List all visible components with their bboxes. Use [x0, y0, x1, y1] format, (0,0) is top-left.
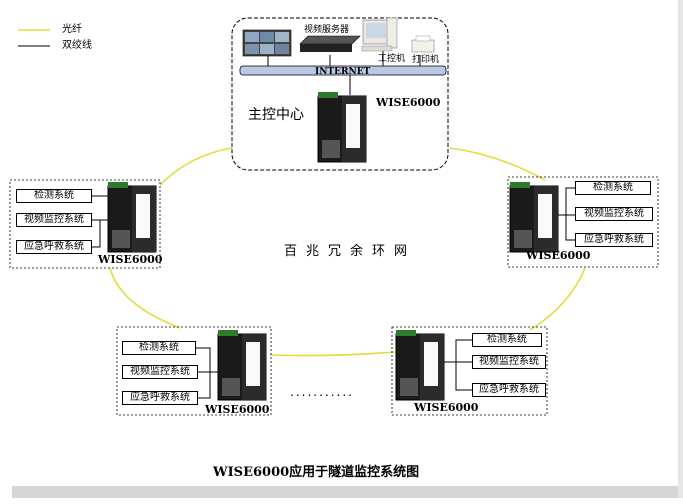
right-shadow-bar: [678, 0, 683, 498]
bottom-shadow-bar: [12, 486, 678, 498]
legend-fiber-label: 光纤: [62, 24, 82, 35]
node-br-model: WISE6000: [414, 401, 479, 414]
node-left-model: WISE6000: [98, 253, 163, 266]
ipc-computer: [361, 17, 398, 52]
printer: [411, 35, 435, 53]
node-right-system-2: 视频监控系统: [575, 207, 653, 221]
node-bl-system-1: 检测系统: [122, 341, 196, 355]
internet-label: INTERNET: [315, 67, 371, 77]
fiber-ring-arc-right: [529, 267, 586, 331]
node-br-system-3: 应急呼救系统: [472, 383, 546, 397]
node-bottom-right-boundary: [391, 326, 548, 416]
ring-network-label: 百兆冗余环网: [284, 244, 417, 259]
fiber-ring-bottom: [269, 351, 396, 357]
node-bl-model: WISE6000: [205, 403, 270, 416]
link-right-1: [558, 187, 575, 216]
node-left-system-3: 应急呼救系统: [16, 240, 92, 254]
switch-left: [107, 182, 157, 253]
node-br-system-2: 视频监控系统: [472, 355, 546, 369]
node-bl-system-3: 应急呼救系统: [122, 391, 198, 405]
video-server: [299, 35, 361, 52]
control-center-boundary: [231, 17, 449, 171]
node-bl-system-2: 视频监控系统: [122, 365, 198, 379]
node-right-system-1: 检测系统: [575, 181, 651, 195]
node-left-system-2: 视频监控系统: [16, 213, 92, 227]
link-br-3: [455, 362, 472, 391]
switch-right: [509, 182, 559, 253]
link-right-3: [565, 215, 575, 241]
monitor-wall: [242, 29, 292, 57]
fiber-ring-arc-top-left: [159, 147, 233, 186]
center-model-label: WISE6000: [376, 96, 441, 109]
printer-label: 打印机: [412, 55, 440, 65]
control-center-label: 主控中心: [248, 107, 304, 123]
switch-center: [317, 92, 367, 163]
node-right-model: WISE6000: [526, 249, 591, 262]
node-left-boundary: [9, 179, 161, 269]
legend-twisted-pair-label: 双绞线: [62, 40, 92, 51]
link-br-1: [444, 339, 472, 363]
ipc-label: 工控机: [378, 54, 406, 64]
video-server-label: 视频服务器: [304, 25, 350, 35]
more-nodes-ellipsis: ...........: [290, 385, 354, 399]
node-right-system-3: 应急呼救系统: [575, 233, 653, 247]
node-br-system-1: 检测系统: [472, 333, 542, 347]
switch-bottom-left: [217, 330, 267, 401]
internet-bar: [239, 65, 447, 76]
node-bottom-left-boundary: [116, 326, 272, 416]
fiber-ring-arc-top-right: [449, 147, 546, 181]
fiber-ring-arc-left: [109, 267, 181, 329]
switch-bottom-right: [395, 330, 445, 401]
link-bl-3: [196, 372, 211, 399]
diagram-caption: WISE6000应用于隧道监控系统图: [213, 465, 420, 480]
link-bl-1: [196, 347, 218, 373]
link-left-3: [92, 220, 101, 248]
node-left-system-1: 检测系统: [16, 189, 92, 203]
